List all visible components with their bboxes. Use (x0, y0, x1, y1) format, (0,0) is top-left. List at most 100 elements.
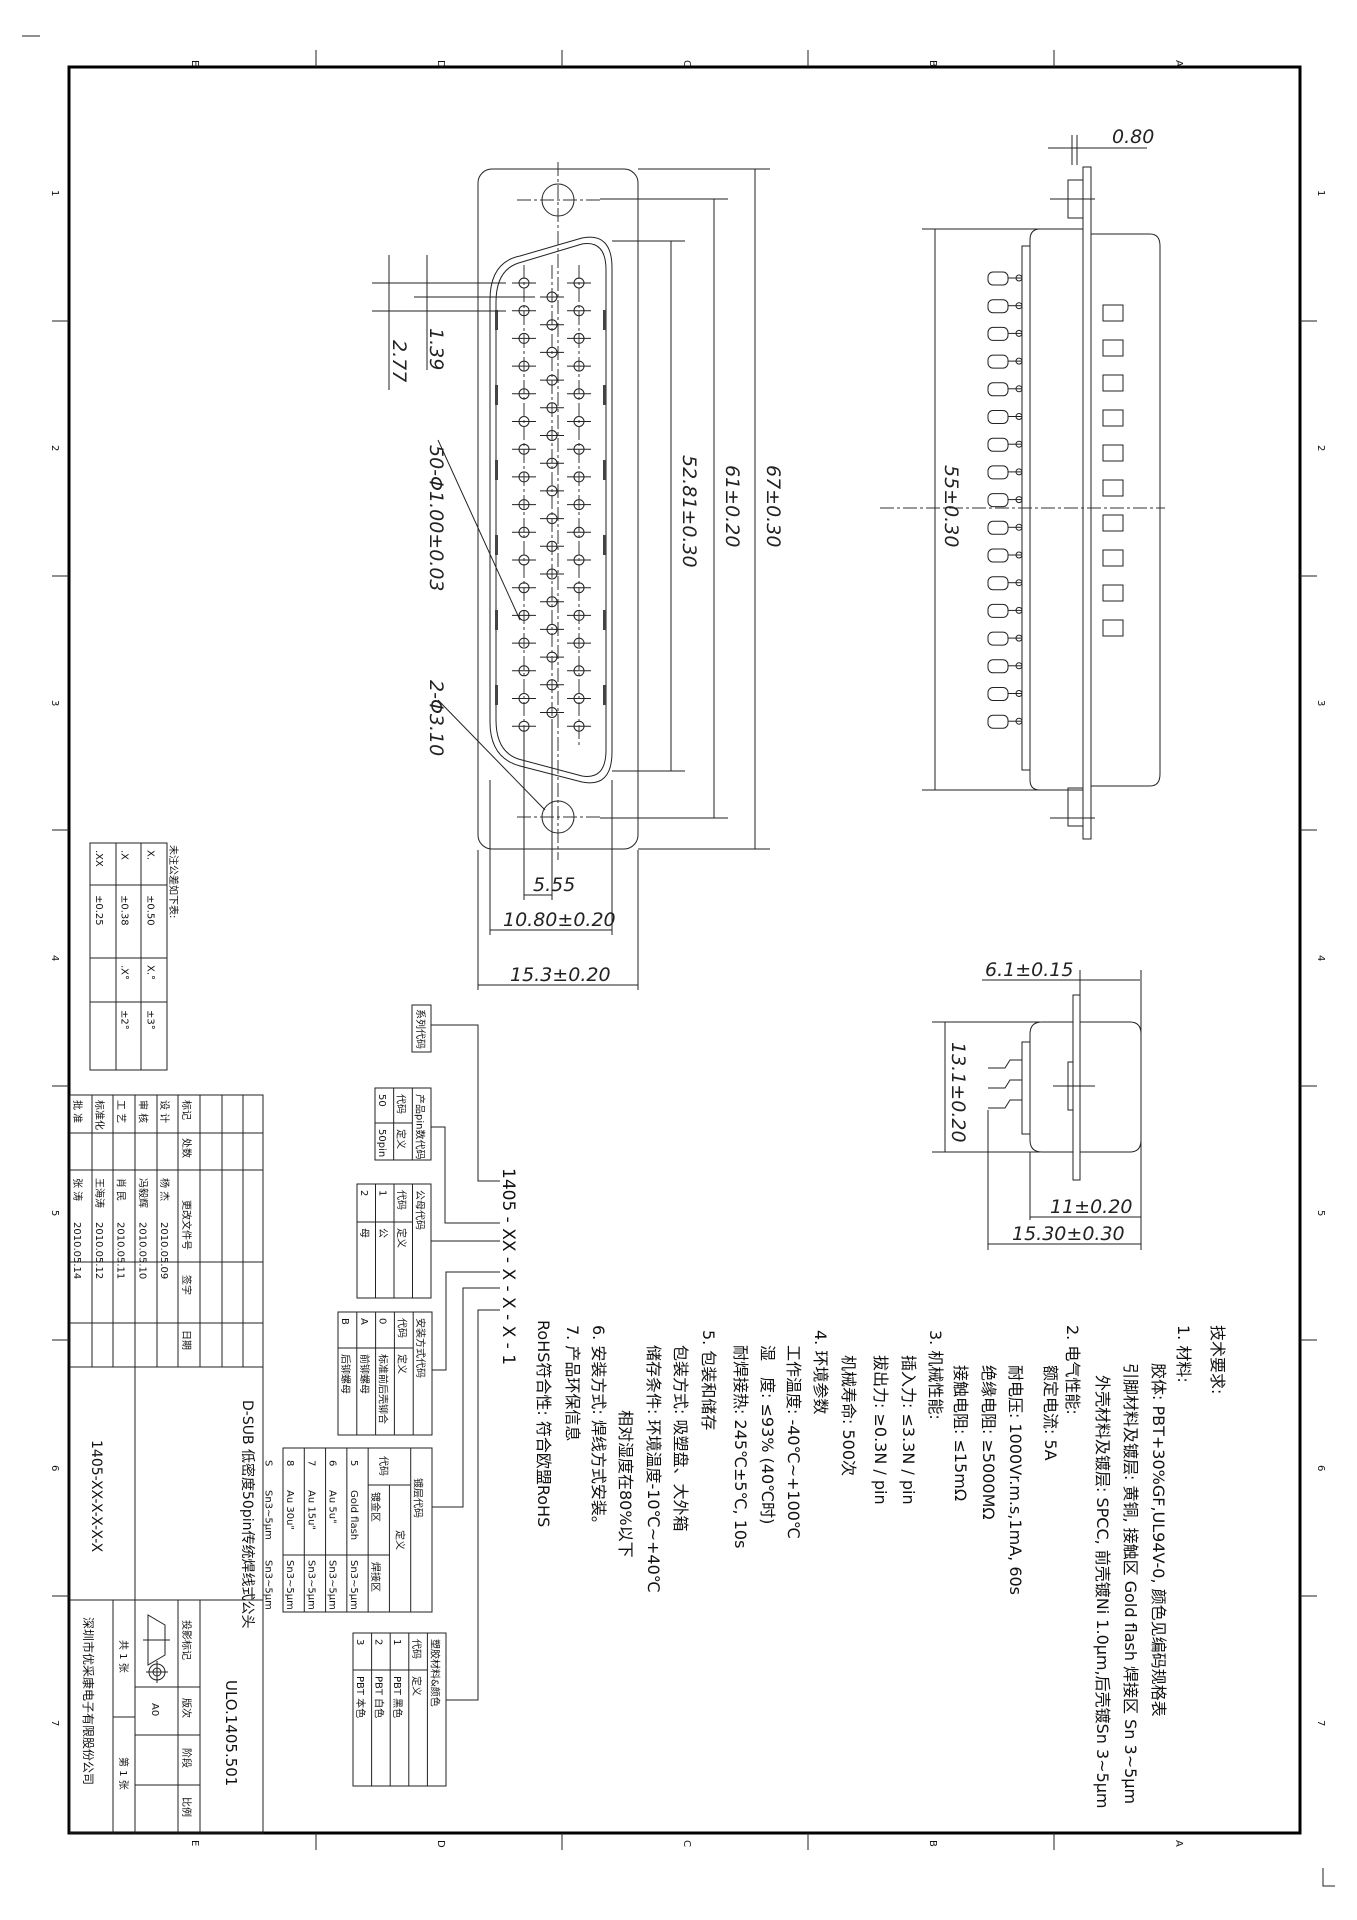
solder-cup (987, 326, 1009, 341)
dim-pitch: 2.77 (388, 340, 410, 382)
solder-cup (987, 493, 1009, 508)
pin-end (1015, 302, 1023, 310)
table-cell: Sn3~5μm (284, 1560, 295, 1610)
part-number-code: 1405 - XX - X - X - X - 1 (498, 1168, 518, 1365)
dim-mount-holes: 2-Φ3.10 (425, 680, 447, 756)
requirement-line: 耐电压: 1000Vr.m.s,1mA, 60s (1006, 1365, 1025, 1595)
requirement-line: 包装方式: 吸塑盘、大外箱 (671, 1345, 690, 1531)
side-view: 0.80 55±0.30 (880, 126, 1165, 840)
tolerance-cell: ±0.25 (93, 895, 104, 926)
requirement-line: 1. 材料: (1174, 1325, 1193, 1383)
table-cell: B (339, 1318, 350, 1325)
zone-label-top: A (1173, 60, 1184, 67)
solder-cup (987, 465, 1009, 480)
dimple-square (1102, 374, 1124, 392)
zone-row-left: 5 (49, 1210, 60, 1216)
signoff-date: 2010.05.11 (115, 1222, 126, 1279)
table-cell: 5 (348, 1460, 359, 1466)
tolerance-cell: ±0.38 (119, 895, 130, 926)
table-cell: Sn3~5μm (263, 1560, 274, 1610)
dimple-square (1102, 304, 1124, 322)
table-cell: 母 (358, 1228, 370, 1238)
solder-cup (987, 271, 1009, 286)
tolerance-cell: .X (119, 850, 130, 860)
part-number-legend: 1405 - XX - X - X - X - 1 系列代码 产品pin数代码代… (263, 1004, 518, 1787)
table-cell: Sn3~5μm (327, 1560, 338, 1610)
dimple-square (1102, 444, 1124, 462)
end-view: 6.1±0.15 13.1±0.20 11±0.20 15.30±0.30 (932, 959, 1142, 1250)
zone-label-top: D (435, 60, 446, 68)
zone-row-right: 1 (1315, 190, 1326, 196)
drawing-title: D-SUB 低密度50pin传统焊线式公头 (239, 1400, 256, 1628)
requirements-title: 技术要求: (1208, 1325, 1227, 1394)
pin-end (1015, 440, 1023, 448)
table-head: 镀金区 (369, 1492, 382, 1522)
tolerance-table: 未注公差如下表: X.±0.50X.°±3°.X±0.38.X°±2°.XX±0… (89, 842, 180, 1071)
sheet-number: 第 1 张 (117, 1757, 130, 1790)
drawing-frame (67, 65, 1302, 1835)
dim-plate-thickness: 0.80 (1112, 126, 1154, 148)
model-number: 1405-XX-X-X-X-X (88, 1440, 104, 1553)
requirement-line: 4. 环境参数 (811, 1330, 830, 1414)
dimple-square (1102, 549, 1124, 567)
requirement-line: 湿 度: ≤93% (40℃时) (758, 1345, 777, 1524)
zone-label-bottom: C (681, 1840, 692, 1847)
table-cell: 前铆螺母 (358, 1354, 371, 1394)
drawing-number: ULO.1405.501 (222, 1680, 240, 1786)
flange-edge (1072, 994, 1081, 1181)
tolerance-cell: .X° (119, 965, 130, 980)
front-view: 52.81±0.30 61±0.20 67±0.30 1.39 2.77 50-… (372, 162, 784, 990)
table-cell: Au 15u" (305, 1490, 316, 1530)
signoff-name: 王海涛 (93, 1178, 106, 1208)
table-cell: PBT 白色 (373, 1676, 386, 1718)
solder-cup (987, 437, 1009, 452)
table-cell: 1 (391, 1639, 402, 1645)
dimple (603, 535, 606, 555)
solder-cup (987, 687, 1009, 701)
dimple-square (1102, 479, 1124, 497)
zone-row-left: 7 (49, 1720, 60, 1726)
requirement-line: 耐焊接热: 245℃±5℃, 10s (731, 1345, 750, 1548)
table-head: 定义 (395, 1228, 408, 1248)
pin-end (1015, 496, 1023, 504)
shell-outline (489, 236, 613, 784)
table-cell: Sn3~5μm (263, 1490, 274, 1540)
requirement-line: 插入力: ≤3.3N / pin (899, 1355, 918, 1505)
zone-row-right: 6 (1315, 1465, 1326, 1471)
title-block-header: 标记 (180, 1100, 192, 1120)
title-block-label: 阶段 (180, 1748, 193, 1768)
zone-row-left: 6 (49, 1465, 60, 1471)
dimple (495, 535, 498, 555)
table-cell: 后铆螺母 (339, 1354, 352, 1394)
table-cell: A (358, 1318, 369, 1325)
zone-label-top: B (927, 60, 938, 67)
series-code-box (411, 1004, 432, 1053)
title-block-label: 版次 (180, 1698, 193, 1718)
dimple (603, 310, 606, 330)
dimple (603, 385, 606, 405)
table-title: 塑胶材料&颜色 (428, 1639, 441, 1707)
pin-end (1015, 274, 1023, 282)
solder-cup (987, 576, 1009, 591)
tolerance-cell: X.° (144, 965, 155, 980)
dimple-square (1102, 619, 1124, 637)
solder-cup (987, 603, 1009, 618)
dimple (495, 310, 498, 330)
table-title: 镀层代码 (412, 1478, 425, 1518)
requirement-line: 3. 机械性能: (926, 1330, 945, 1420)
table-cell: 标准前后壳铆合 (377, 1354, 390, 1424)
mount-boss (1067, 787, 1084, 827)
rear-body (1029, 1021, 1073, 1153)
shell-inner-outline (495, 243, 607, 777)
corner-mark (1322, 1868, 1335, 1887)
zone-row-right: 5 (1315, 1210, 1326, 1216)
table-head: 定义 (410, 1676, 423, 1696)
pin-end (1015, 468, 1023, 476)
mount-table-border (337, 1311, 433, 1436)
rear-body (1029, 228, 1083, 791)
table-head: 定义 (394, 1530, 407, 1550)
table-cell: 50pin (376, 1129, 387, 1157)
dim-shell-width: 10.80±0.20 (503, 909, 616, 931)
